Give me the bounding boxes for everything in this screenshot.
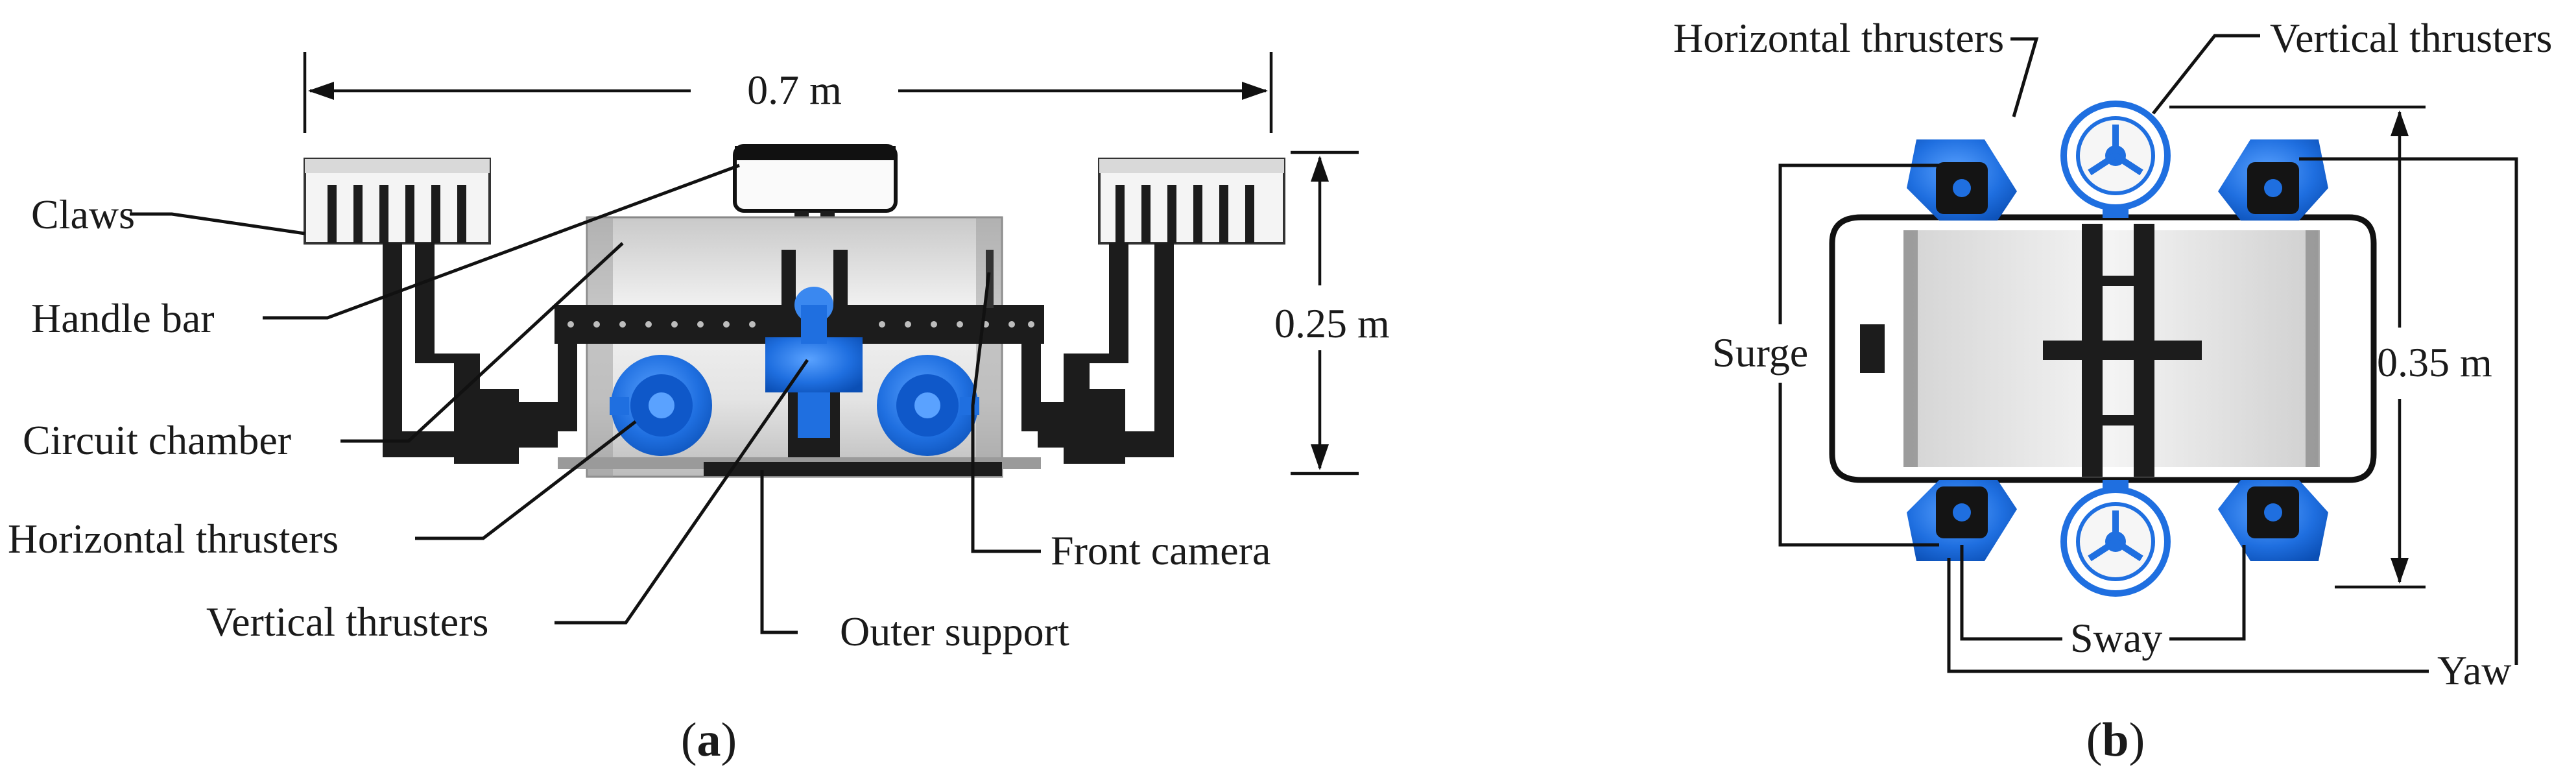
- label-claws: Claws: [31, 191, 135, 237]
- dimension-height-b: [2169, 105, 2426, 589]
- label-sway: Sway: [2070, 615, 2162, 661]
- right-claw: [1098, 158, 1285, 245]
- leader-lines-a: [130, 163, 1041, 634]
- label-outer-support: Outer support: [840, 608, 1069, 654]
- label-surge: Surge: [1712, 330, 1808, 376]
- label-front-camera: Front camera: [1051, 527, 1270, 573]
- dimension-width-a: [303, 52, 1273, 133]
- label-circuit-chamber: Circuit chamber: [23, 417, 291, 463]
- label-yaw: Yaw: [2437, 647, 2511, 693]
- left-claw: [304, 158, 491, 245]
- panel-a: 0.7 m 0.25 m Claws Handle bar Circuit ch…: [8, 52, 1390, 767]
- label-vertical-thrusters-a: Vertical thrusters: [206, 599, 488, 645]
- outer-support: [558, 457, 1041, 476]
- vertical-thruster-top-1: [2060, 101, 2171, 218]
- label-horizontal-thrusters-a: Horizontal thrusters: [8, 516, 339, 562]
- horizontal-thruster-top-right: [2218, 139, 2328, 221]
- horizontal-thruster-right: [877, 355, 979, 456]
- rov-body-top: [1829, 214, 2377, 483]
- label-horizontal-thrusters-b: Horizontal thrusters: [1673, 15, 2004, 61]
- motion-brackets-b: [1778, 157, 2518, 673]
- label-vertical-thrusters-b: Vertical thrusters: [2270, 15, 2552, 61]
- caption-a: (a): [681, 713, 737, 767]
- dimension-height-label-b: 0.35 m: [2377, 339, 2492, 385]
- dimension-height-label-a: 0.25 m: [1274, 300, 1390, 346]
- leader-lines-b: [2010, 34, 2260, 117]
- horizontal-thruster-bottom-right: [2218, 480, 2328, 561]
- label-handle-bar: Handle bar: [31, 295, 215, 341]
- vertical-thruster-front: [765, 287, 863, 438]
- dimension-width-label-a: 0.7 m: [747, 67, 842, 113]
- horizontal-thruster-left: [610, 355, 712, 456]
- horizontal-thruster-top-left: [1907, 139, 2017, 221]
- caption-b: (b): [2086, 713, 2145, 767]
- panel-b: 0.35 m Horizontal thrusters Vertical thr…: [1673, 15, 2552, 767]
- dimension-height-a: [1291, 150, 1359, 475]
- right-arm-frame: [1038, 243, 1174, 464]
- left-arm-frame: [383, 243, 558, 464]
- horizontal-thruster-bottom-left: [1907, 480, 2017, 561]
- vertical-thruster-top-2: [2060, 480, 2171, 597]
